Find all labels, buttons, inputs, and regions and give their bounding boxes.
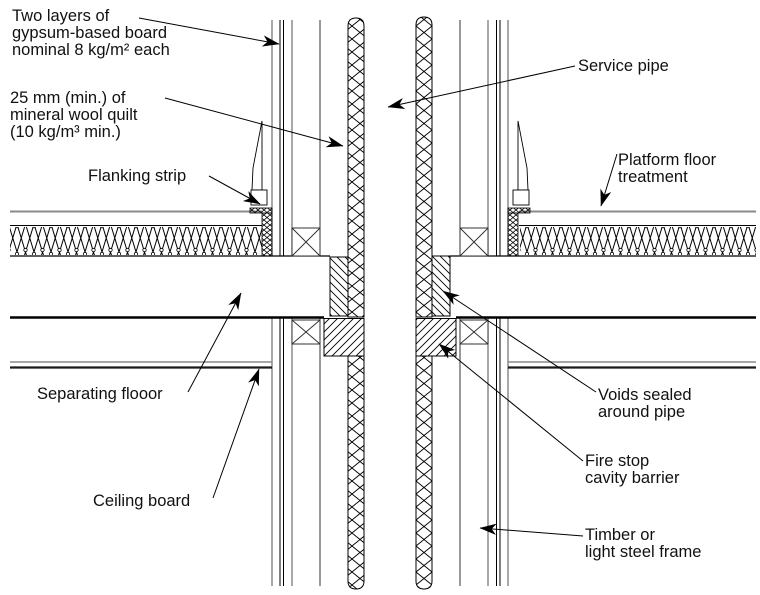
flanking-strip-left (249, 207, 273, 257)
label-platform-floor: Platform floor treatment (618, 151, 717, 186)
separating-floor-structure (10, 255, 756, 319)
label-line: Ceiling board (93, 492, 190, 510)
label-mineral-wool: 25 mm (min.) of mineral wool quilt (10 k… (10, 89, 138, 141)
label-line: light steel frame (585, 543, 701, 561)
service-pipe-void (365, 18, 415, 588)
label-line: Voids sealed (598, 386, 692, 404)
leader-platform-floor (600, 153, 618, 207)
label-service-pipe: Service pipe (578, 57, 669, 75)
platform-floor-right (519, 210, 756, 255)
resilient-layer (520, 227, 756, 255)
mineral-wool-quilt-left-lower (347, 355, 365, 590)
ceiling-board-left (10, 361, 272, 369)
fire-stop-block-right-upper (431, 255, 451, 317)
leader-lines (138, 17, 618, 537)
label-line: Fire stop (585, 452, 649, 470)
label-line: (10 kg/m³ min.) (10, 123, 121, 141)
leader-timber-frame (479, 523, 584, 537)
fire-stop-block-left-lower (323, 318, 365, 357)
frame-noggin-left-lower (291, 319, 321, 345)
label-separating-floor: Separating flooor (37, 385, 163, 403)
label-ceiling-board: Ceiling board (93, 492, 190, 510)
mineral-wool-quilt-right-upper (415, 16, 433, 318)
leader-voids-sealed (442, 290, 597, 393)
leader-two-layers (138, 17, 280, 47)
flanking-strip-right (507, 207, 531, 257)
label-voids-sealed: Voids sealed around pipe (598, 386, 692, 421)
label-fire-stop: Fire stop cavity barrier (585, 452, 680, 487)
skirting-right (512, 120, 530, 206)
fire-stop-block-left-upper (329, 256, 349, 317)
label-line: Timber or (585, 526, 655, 544)
label-timber-frame: Timber or light steel frame (585, 526, 701, 561)
label-line: Service pipe (578, 57, 669, 75)
resilient-layer (10, 227, 262, 255)
frame-noggin-left-upper (291, 227, 321, 257)
leader-mineral-wool (164, 97, 344, 148)
mineral-wool-quilt-right-lower (415, 355, 433, 590)
label-two-layers: Two layers of gypsum-based board nominal… (12, 7, 170, 59)
label-line: gypsum-based board (12, 24, 167, 42)
ceiling-board-right (508, 361, 756, 369)
frame-noggin-right-lower (459, 319, 489, 345)
label-line: Flanking strip (88, 167, 186, 185)
label-line: Platform floor (618, 151, 717, 169)
frame-noggin-right-upper (459, 227, 489, 257)
label-line: treatment (618, 168, 688, 186)
labels: Two layers of gypsum-based board nominal… (10, 7, 717, 561)
wall-left-lower (271, 317, 321, 586)
label-line: around pipe (598, 403, 685, 421)
mineral-wool-quilt-left-upper (347, 17, 365, 318)
fire-stop-block-right-lower (415, 318, 457, 357)
platform-floor-left (10, 210, 262, 255)
label-line: nominal 8 kg/m² each (12, 41, 170, 59)
label-line: cavity barrier (585, 469, 680, 487)
leader-ceiling-board (212, 368, 260, 499)
leader-flanking-strip (208, 175, 261, 205)
label-line: Separating flooor (37, 385, 163, 403)
leader-service-pipe (387, 65, 576, 110)
label-flanking-strip: Flanking strip (88, 167, 186, 185)
label-line: mineral wool quilt (10, 106, 138, 124)
label-line: 25 mm (min.) of (10, 89, 126, 107)
leader-separating-floor (187, 292, 242, 393)
leader-fire-stop (438, 343, 584, 462)
label-line: Two layers of (12, 7, 110, 25)
